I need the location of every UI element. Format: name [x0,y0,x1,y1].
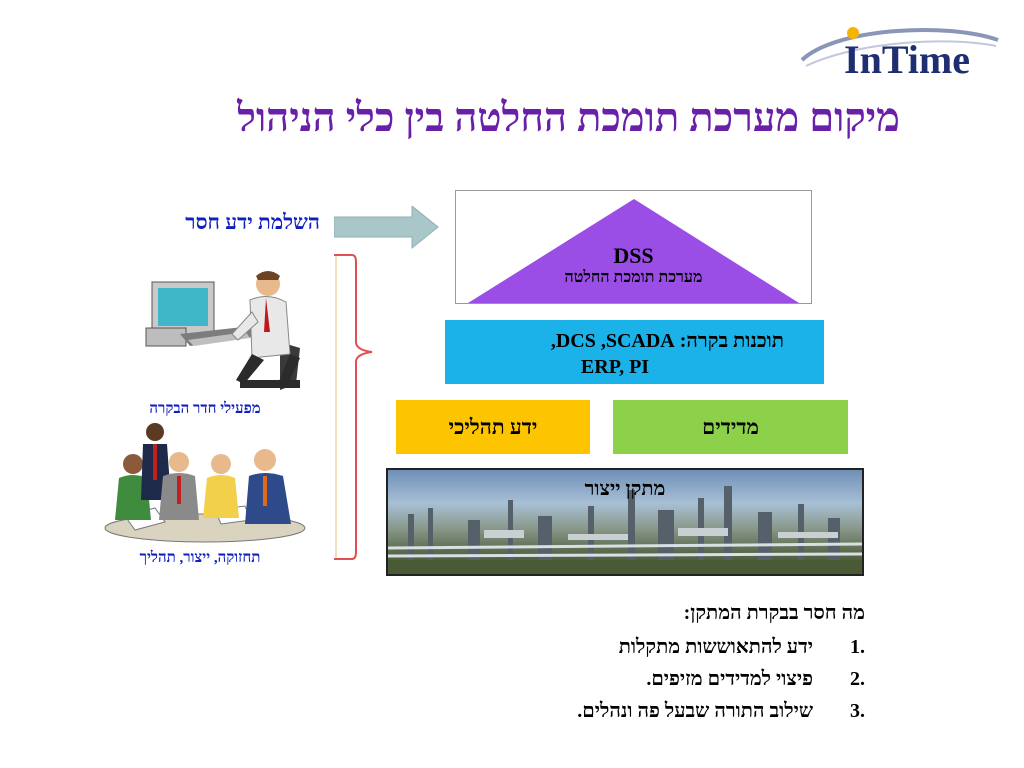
list-item: 3. שילוב התורה שבעל פה ונהלים. [460,700,865,726]
dss-box: DSS מערכת תומכת החלטה [455,190,812,304]
dss-triangle [468,199,799,303]
intime-logo: InTime [796,22,1006,84]
bracket-icon [334,254,373,560]
control-software-line1: תוכנות בקרה: DCS ,SCADA, [550,330,784,352]
dss-title: DSS [613,243,654,268]
control-software-line2: ERP, PI [580,356,650,378]
logo-text: InTime [844,37,970,82]
knowledge-completion-label: השלמת ידע חסר [185,210,320,234]
process-knowledge-label: ידע תהליכי [448,414,538,439]
production-plant-label: מתקן ייצור [584,478,666,500]
process-knowledge-box: ידע תהליכי [396,400,590,454]
production-plant-image: מתקן ייצור [386,468,864,576]
list-item: 2. פיצוי למדידים מזיפים. [460,668,865,694]
list-item-number: 1. [850,636,865,658]
list-item-text: שילוב התורה שבעל פה ונהלים. [577,700,813,722]
refinery-illustration [388,486,862,574]
computer-operator-illustration [145,271,300,390]
measurements-box: מדידים [613,400,848,454]
dss-subtitle: מערכת תומכת החלטה [564,269,703,286]
page-title: מיקום מערכת תומכת החלטה בין כלי הניהול [237,95,900,140]
list-item-number: 3. [850,700,865,722]
right-arrow-icon [334,206,439,250]
maintenance-team-label: תחזוקה, ייצור, תהליך [139,550,261,566]
list-item-text: פיצוי למדידים מזיפים. [646,668,813,690]
control-room-operators-label: מפעילי חדר הבקרה [149,401,261,417]
team-meeting-illustration [104,423,306,543]
measurements-label: מדידים [702,414,759,439]
logo-swoosh-icon [800,27,999,67]
list-item: 1. ידע להתאוששות מתקלות [460,636,865,662]
list-item-text: ידע להתאוששות מתקלות [618,636,813,658]
list-item-number: 2. [850,668,865,690]
missing-heading: מה חסר בבקרת המתקן: [683,602,865,624]
control-software-box: תוכנות בקרה: DCS ,SCADA, ERP, PI [445,320,824,384]
